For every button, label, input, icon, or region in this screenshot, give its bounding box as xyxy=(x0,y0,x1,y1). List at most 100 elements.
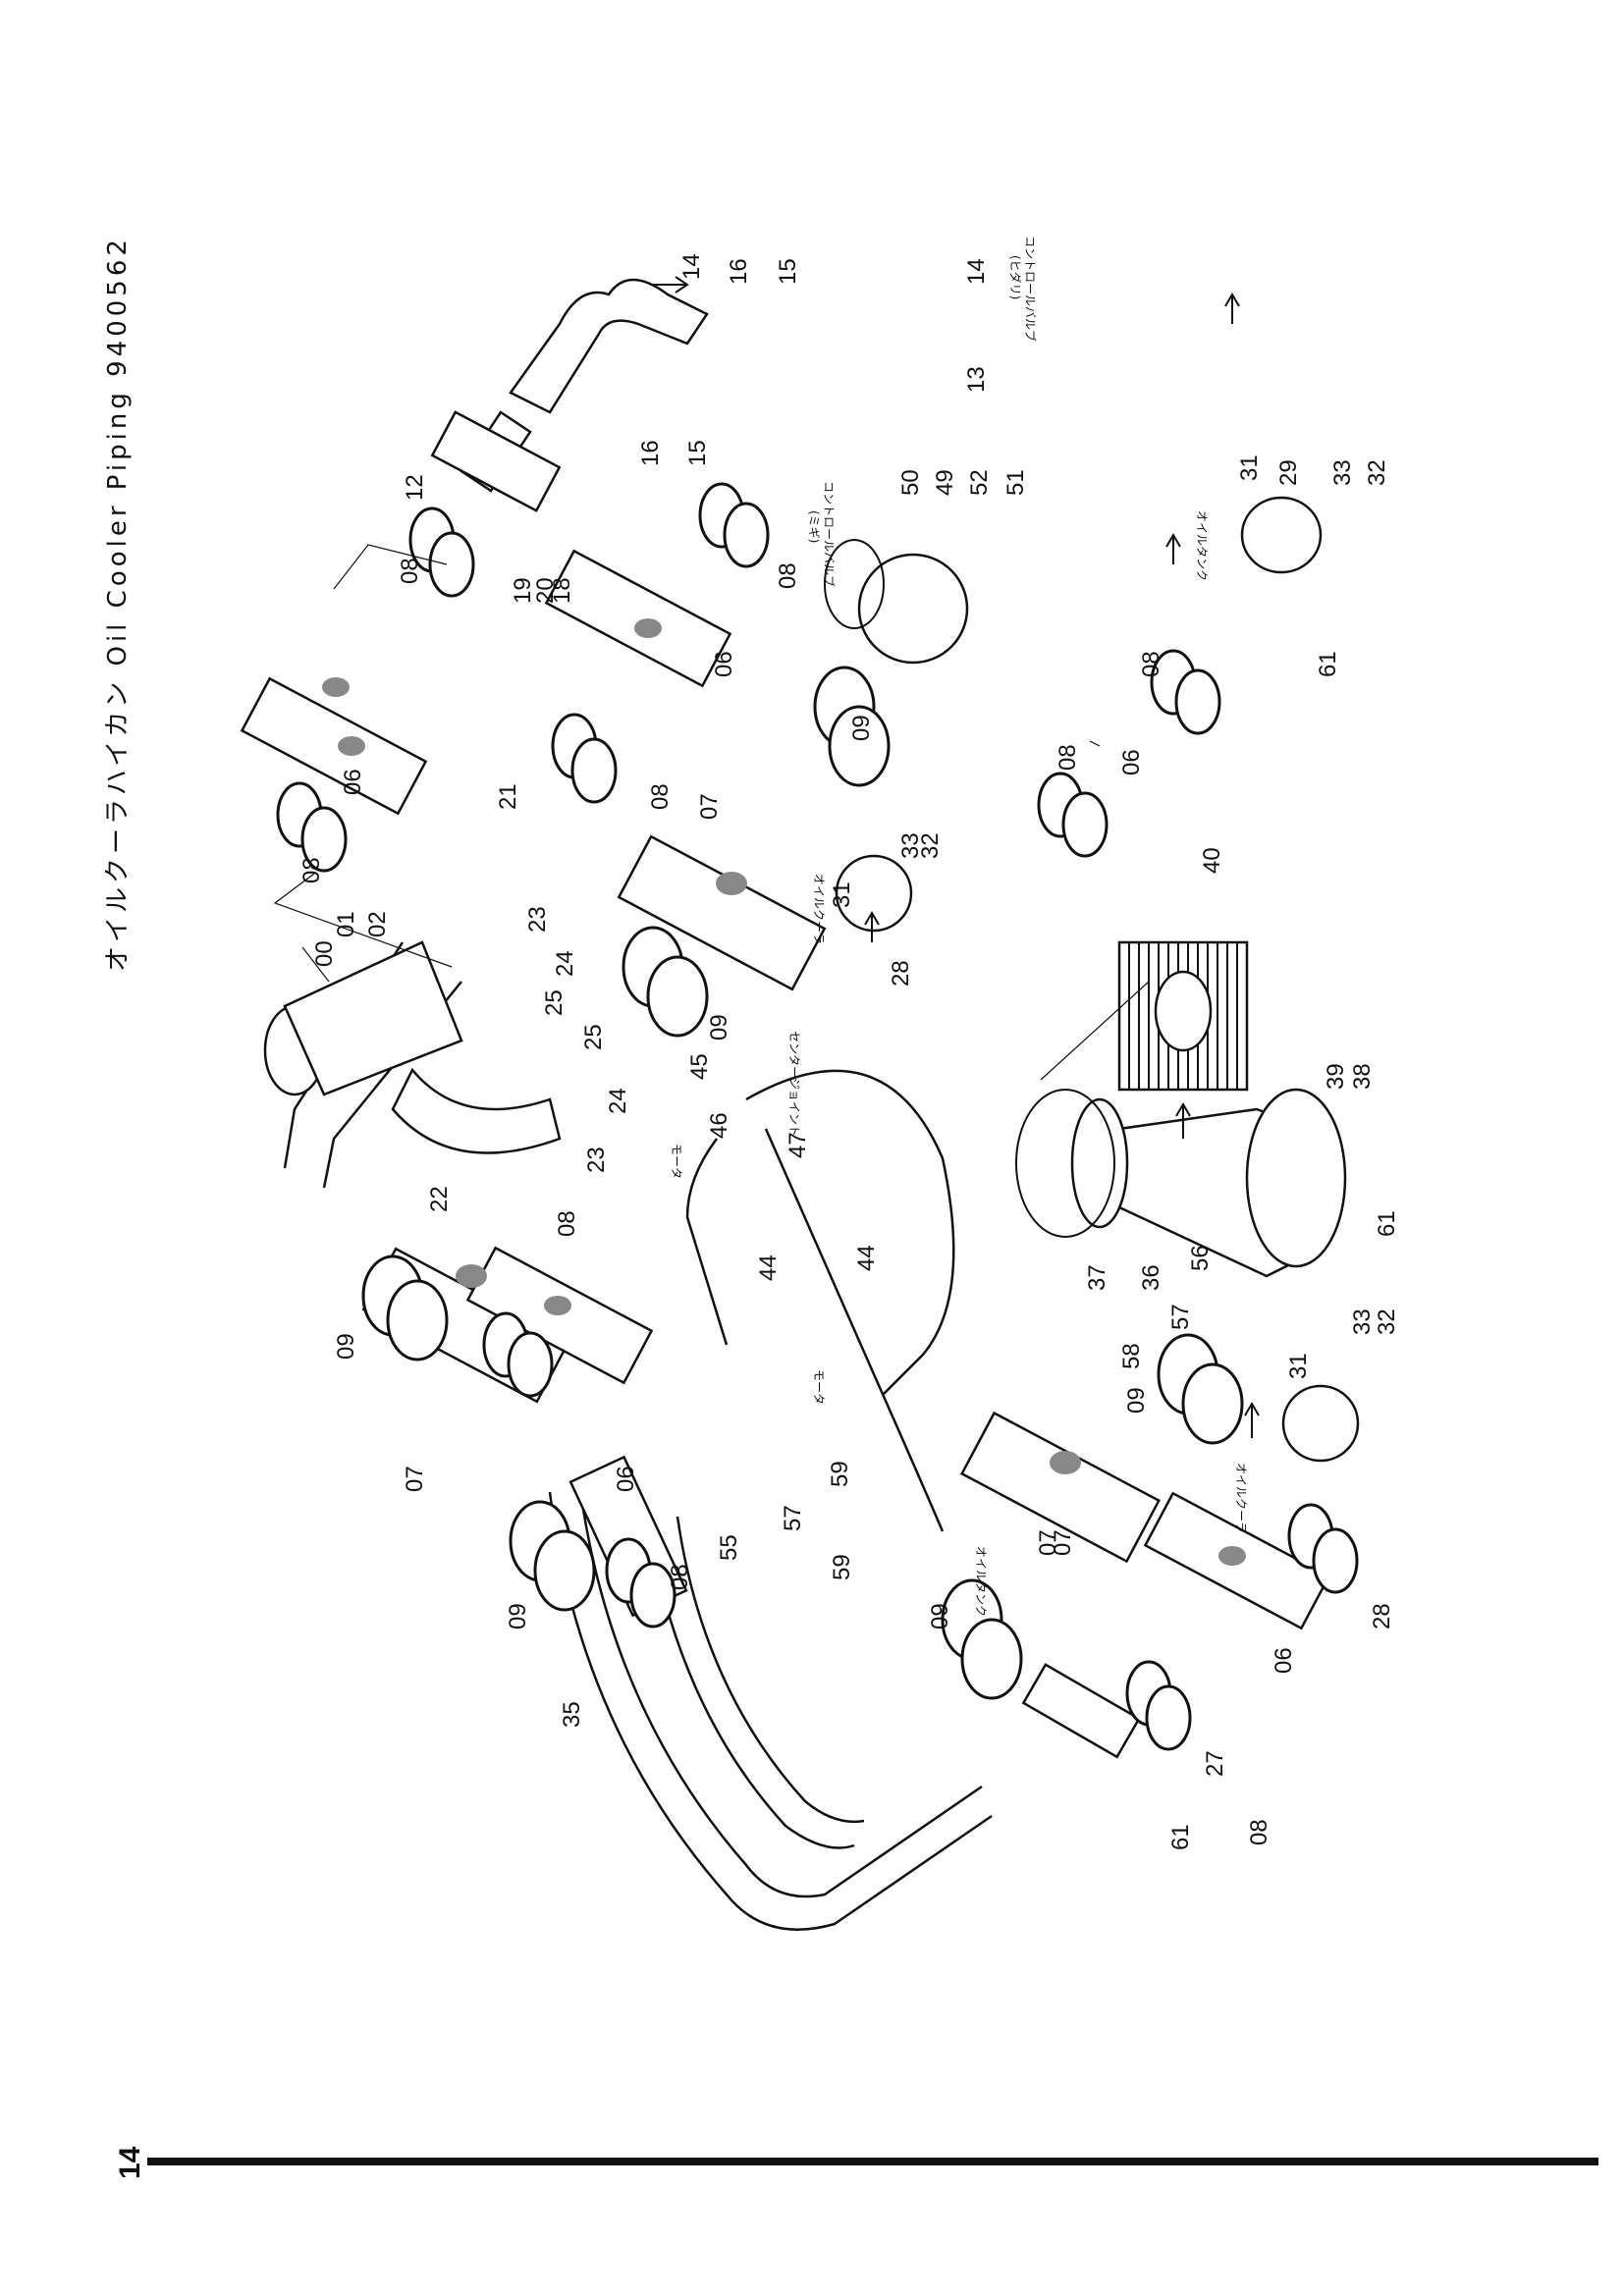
part-label: 22 xyxy=(426,1186,453,1212)
part-label: 57 xyxy=(1167,1304,1194,1330)
annotation-motor-2: モータ xyxy=(812,1369,826,1405)
part-label: 09 xyxy=(333,1333,359,1360)
pipe-mesh-marks xyxy=(322,618,1246,1566)
part-label: 06 xyxy=(1118,749,1145,775)
part-label: 33 xyxy=(1349,1308,1376,1335)
part-label: 02 xyxy=(364,911,391,937)
part-label: 18 xyxy=(549,577,575,604)
part-label: 35 xyxy=(559,1701,585,1728)
part-label: 08 xyxy=(397,558,423,584)
annotation-center-joint: センタージョイント xyxy=(787,1031,801,1137)
part-label: 50 xyxy=(897,469,924,496)
part-label: 56 xyxy=(1187,1245,1214,1271)
pipe-assembly xyxy=(240,278,1360,1931)
part-label: 25 xyxy=(541,989,568,1016)
flow-annotations: コントロールバルブ (ミギ) コントロールバルブ (ヒダリ) オイルタンク オイ… xyxy=(670,236,1248,1617)
part-label: 29 xyxy=(1275,459,1302,486)
leader-lines xyxy=(273,544,1150,1081)
part-label: 06 xyxy=(613,1466,639,1492)
part-label: 38 xyxy=(1349,1063,1376,1090)
part-label: 58 xyxy=(1118,1343,1145,1369)
o-ring-37 xyxy=(1015,1089,1115,1238)
part-label: 14 xyxy=(678,253,705,280)
part-label: 49 xyxy=(932,469,958,496)
part-label: 36 xyxy=(1138,1264,1164,1291)
part-label: 20 xyxy=(532,577,559,604)
annotation-control-valve-right: コントロールバルブ xyxy=(822,481,837,587)
part-label: 09 xyxy=(505,1603,531,1629)
page-number: 14 xyxy=(114,2146,146,2179)
annotation-oil-tank-2: オイルタンク xyxy=(974,1546,988,1617)
part-label: 59 xyxy=(827,1461,853,1487)
flow-arrows xyxy=(650,276,1260,1438)
part-label: 08 xyxy=(298,857,325,883)
annotation-control-valve-right-sub: (ミギ) xyxy=(807,510,821,543)
annotation-oil-cooler-2: オイルクーラ xyxy=(1234,1463,1248,1533)
part-label: 01 xyxy=(333,911,359,937)
part-label: 51 xyxy=(1002,469,1029,496)
part-label: 07 xyxy=(1035,1529,1061,1556)
part-label: 33 xyxy=(897,832,924,859)
part-label: 59 xyxy=(829,1554,855,1580)
part-number-labels: 00 01 02 06 06 06 06 06 07 07 07 07 08 0… xyxy=(298,253,1400,1850)
part-label: 09 xyxy=(706,1014,732,1041)
part-label: 00 xyxy=(311,940,338,967)
part-label: 08 xyxy=(1055,744,1081,771)
part-label: 09 xyxy=(1123,1387,1150,1414)
part-label: 45 xyxy=(686,1053,713,1080)
annotation-control-valve-left: コントロールバルブ xyxy=(1023,236,1038,342)
diagram-title: オイルクーラハイカン Oil Cooler Piping 9400562 xyxy=(103,236,133,972)
part-label: 24 xyxy=(605,1088,631,1114)
part-label: 55 xyxy=(716,1534,742,1561)
part-label: 37 xyxy=(1084,1264,1110,1291)
part-label: 08 xyxy=(647,783,674,810)
part-label: 13 xyxy=(963,366,990,393)
part-label: 16 xyxy=(726,258,752,285)
part-label: 39 xyxy=(1323,1063,1349,1090)
part-label: 19 xyxy=(510,577,536,604)
part-label: 61 xyxy=(1315,651,1341,677)
part-label: 46 xyxy=(706,1112,732,1139)
part-label: 24 xyxy=(552,950,578,977)
part-label: 28 xyxy=(888,960,914,987)
part-label: 08 xyxy=(775,562,801,589)
annotation-oil-tank-1: オイルタンク xyxy=(1195,510,1209,581)
hose-clamps xyxy=(276,482,1359,1751)
part-label: 23 xyxy=(583,1147,610,1173)
part-label: 06 xyxy=(1271,1647,1297,1674)
part-label: 32 xyxy=(1374,1308,1400,1335)
part-label: 61 xyxy=(1167,1824,1194,1850)
part-label: 09 xyxy=(848,715,875,741)
part-label: 31 xyxy=(829,881,855,908)
part-label: 08 xyxy=(667,1564,693,1590)
part-label: 31 xyxy=(1236,454,1263,481)
part-label: 52 xyxy=(966,469,993,496)
part-label: 07 xyxy=(1050,1529,1076,1556)
bottom-rule xyxy=(147,2158,1598,2165)
part-label: 15 xyxy=(775,258,801,285)
part-label: 23 xyxy=(524,906,551,933)
part-label: 09 xyxy=(927,1603,953,1629)
annotation-oil-cooler-1: オイルクーラ xyxy=(812,874,826,944)
part-label: 16 xyxy=(637,440,664,466)
part-label: 33 xyxy=(1329,459,1356,486)
part-label: 44 xyxy=(755,1255,782,1281)
part-label: 57 xyxy=(780,1505,806,1531)
part-label: 08 xyxy=(1246,1819,1272,1845)
part-label: 14 xyxy=(963,258,990,285)
part-label: 27 xyxy=(1202,1750,1228,1777)
part-label: 40 xyxy=(1199,847,1225,874)
annotation-control-valve-left-sub: (ヒダリ) xyxy=(1008,255,1023,299)
part-label: 21 xyxy=(495,783,521,810)
part-label: 25 xyxy=(580,1024,607,1050)
part-label: 08 xyxy=(554,1210,580,1237)
part-label: 32 xyxy=(917,832,944,859)
part-label: 07 xyxy=(696,793,723,820)
part-label: 28 xyxy=(1369,1603,1395,1629)
part-label: 08 xyxy=(1138,651,1164,677)
part-label: 06 xyxy=(340,769,366,795)
part-label: 31 xyxy=(1285,1353,1312,1379)
part-label: 61 xyxy=(1374,1210,1400,1237)
